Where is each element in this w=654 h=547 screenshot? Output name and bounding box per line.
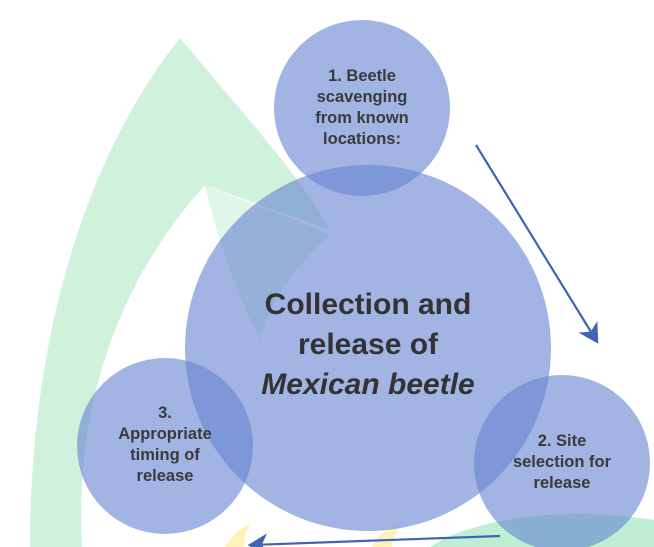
step-2-circle — [474, 375, 650, 547]
watermark-green-arch — [30, 38, 330, 547]
step-3-circle — [77, 358, 253, 534]
watermark-yellow-mark-left — [225, 524, 250, 547]
step-1-circle — [274, 20, 450, 196]
